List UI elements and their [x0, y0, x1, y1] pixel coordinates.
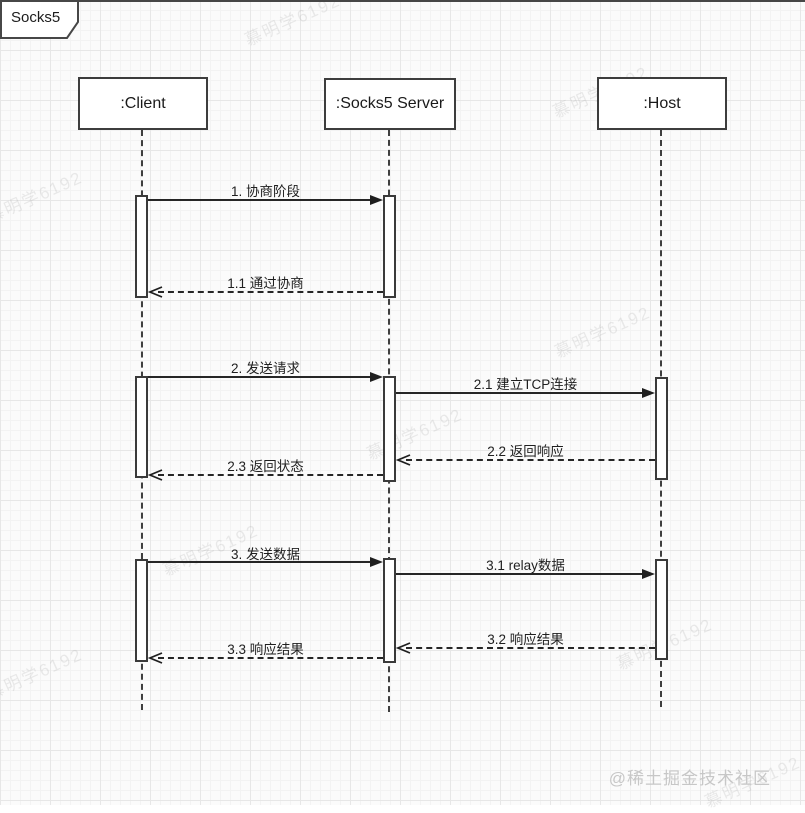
message-3-label: 3. 发送数据 [230, 547, 300, 562]
message-1-1-label: 1.1 通过协商 [227, 276, 304, 291]
message-3-3-line [158, 657, 383, 659]
frame-title: Socks5 [11, 9, 61, 26]
message-2-2-line [406, 459, 655, 461]
activation-client-2 [135, 376, 148, 478]
community-credit: @稀土掘金技术社区 [608, 769, 771, 788]
watermark-text: 慕明学6192 [242, 0, 344, 50]
message-1-line [148, 199, 372, 201]
message-3-2-label: 3.2 响应结果 [487, 632, 564, 647]
message-2-2-label: 2.2 返回响应 [487, 444, 564, 459]
activation-server-1 [383, 195, 396, 298]
arrowhead-filled-icon [642, 569, 655, 579]
frame-border [0, 0, 805, 2]
arrowhead-filled-icon [370, 557, 383, 567]
participant-socks5-server: :Socks5 Server [324, 78, 456, 130]
frame-tab-shape [0, 0, 79, 39]
frame-title-tab: Socks5 [0, 0, 95, 42]
watermark-text: 慕明学6192 [0, 644, 86, 704]
arrowhead-open-icon [148, 652, 163, 664]
message-2-3-line [158, 474, 383, 476]
activation-client-1 [135, 195, 148, 298]
participant-host-label: :Host [643, 94, 681, 112]
message-3-1-line [396, 573, 644, 575]
message-2-1-label: 2.1 建立TCP连接 [473, 377, 578, 392]
watermark-text: 慕明学6192 [0, 167, 86, 227]
message-2-3-label: 2.3 返回状态 [227, 459, 304, 474]
activation-host-3 [655, 559, 668, 660]
message-2-line [148, 376, 372, 378]
message-1-1-line [158, 291, 383, 293]
arrowhead-open-icon [148, 286, 163, 298]
message-3-2-line [406, 647, 655, 649]
arrowhead-open-icon [396, 454, 411, 466]
arrowhead-open-icon [148, 469, 163, 481]
message-2-1-line [396, 392, 644, 394]
arrowhead-filled-icon [642, 388, 655, 398]
participant-host: :Host [597, 77, 727, 130]
activation-server-2 [383, 376, 396, 482]
activation-server-3 [383, 558, 396, 663]
arrowhead-filled-icon [370, 372, 383, 382]
arrowhead-filled-icon [370, 195, 383, 205]
message-1-label: 1. 协商阶段 [230, 184, 300, 199]
activation-host-2 [655, 377, 668, 480]
message-3-line [148, 561, 372, 563]
watermark-text: 慕明学6192 [552, 302, 654, 362]
message-2-label: 2. 发送请求 [230, 361, 300, 376]
message-3-1-label: 3.1 relay数据 [486, 558, 565, 573]
participant-server-label: :Socks5 Server [335, 95, 445, 112]
participant-client: :Client [78, 77, 208, 130]
participant-client-label: :Client [120, 94, 166, 112]
arrowhead-open-icon [396, 642, 411, 654]
activation-client-3 [135, 559, 148, 662]
message-3-3-label: 3.3 响应结果 [227, 642, 304, 657]
